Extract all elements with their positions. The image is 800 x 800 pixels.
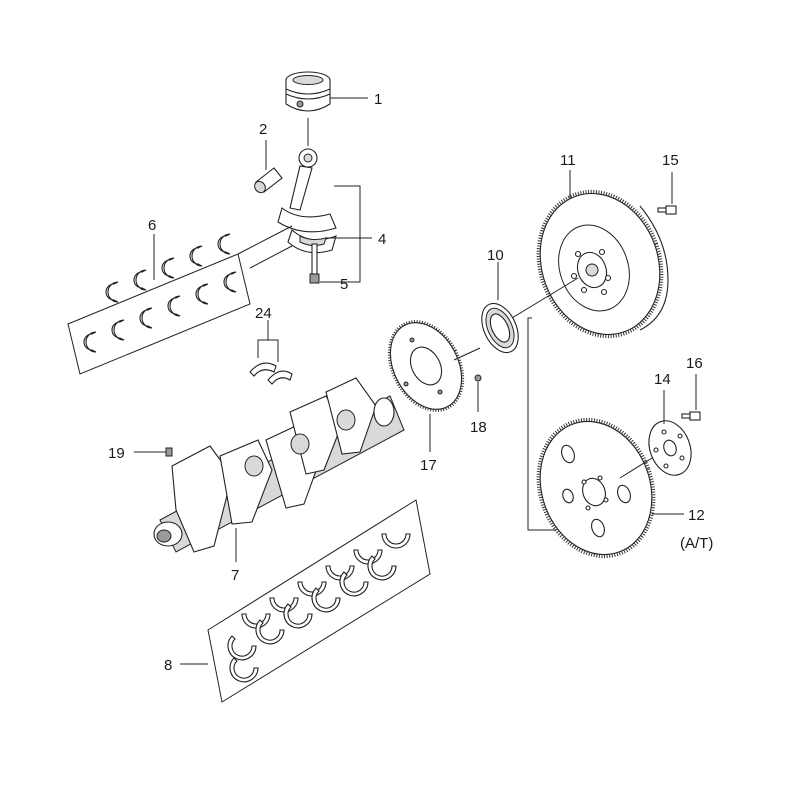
callout-16: 16 — [686, 355, 703, 372]
callout-17: 17 — [420, 457, 437, 474]
callout-10: 10 — [487, 247, 504, 264]
rod-bearing-upper-row — [83, 271, 237, 353]
adapter-plate — [648, 420, 692, 476]
rod-bearing-set — [67, 225, 293, 375]
woodruff-key — [474, 374, 482, 382]
callout-15: 15 — [662, 152, 679, 169]
piston — [285, 71, 331, 112]
drive-plate-bolt — [681, 411, 701, 421]
leader-bracket-at — [527, 317, 556, 531]
rear-oil-seal — [481, 302, 519, 354]
thrust-bearing — [249, 362, 293, 385]
leader-11-10 — [511, 277, 579, 319]
callout-5: 5 — [340, 276, 348, 293]
main-bearing-lower-row — [227, 555, 397, 683]
callout-7: 7 — [231, 567, 239, 584]
callout-2: 2 — [259, 121, 267, 138]
callout-11: 11 — [560, 152, 576, 169]
crank-dowel-pin — [165, 447, 173, 457]
leader-17-10 — [453, 347, 481, 361]
drive-plate — [536, 417, 656, 559]
timing-sprocket — [387, 320, 465, 412]
callout-19: 19 — [108, 445, 125, 462]
callout-12-note: (A/T) — [680, 535, 713, 552]
leader-bracket-4 — [320, 185, 361, 283]
main-bearing-set — [207, 499, 431, 703]
piston-pin — [254, 167, 283, 194]
crankshaft — [153, 377, 405, 553]
rod-bolt — [309, 243, 320, 284]
flywheel — [536, 189, 669, 339]
connecting-rod — [277, 148, 337, 254]
leader-bracket-24 — [257, 339, 279, 362]
main-bearing-upper-row — [241, 533, 411, 629]
callout-4: 4 — [378, 231, 386, 248]
callout-12: 12 — [688, 507, 705, 524]
rod-bearing-lower-row — [105, 233, 231, 303]
callout-8: 8 — [164, 657, 172, 674]
callout-1: 1 — [374, 91, 382, 108]
flywheel-bolt — [657, 205, 677, 215]
callout-18: 18 — [470, 419, 487, 436]
callout-6: 6 — [148, 217, 156, 234]
callout-14: 14 — [654, 371, 671, 388]
leader-14-12 — [619, 457, 653, 479]
callout-24: 24 — [255, 305, 272, 322]
